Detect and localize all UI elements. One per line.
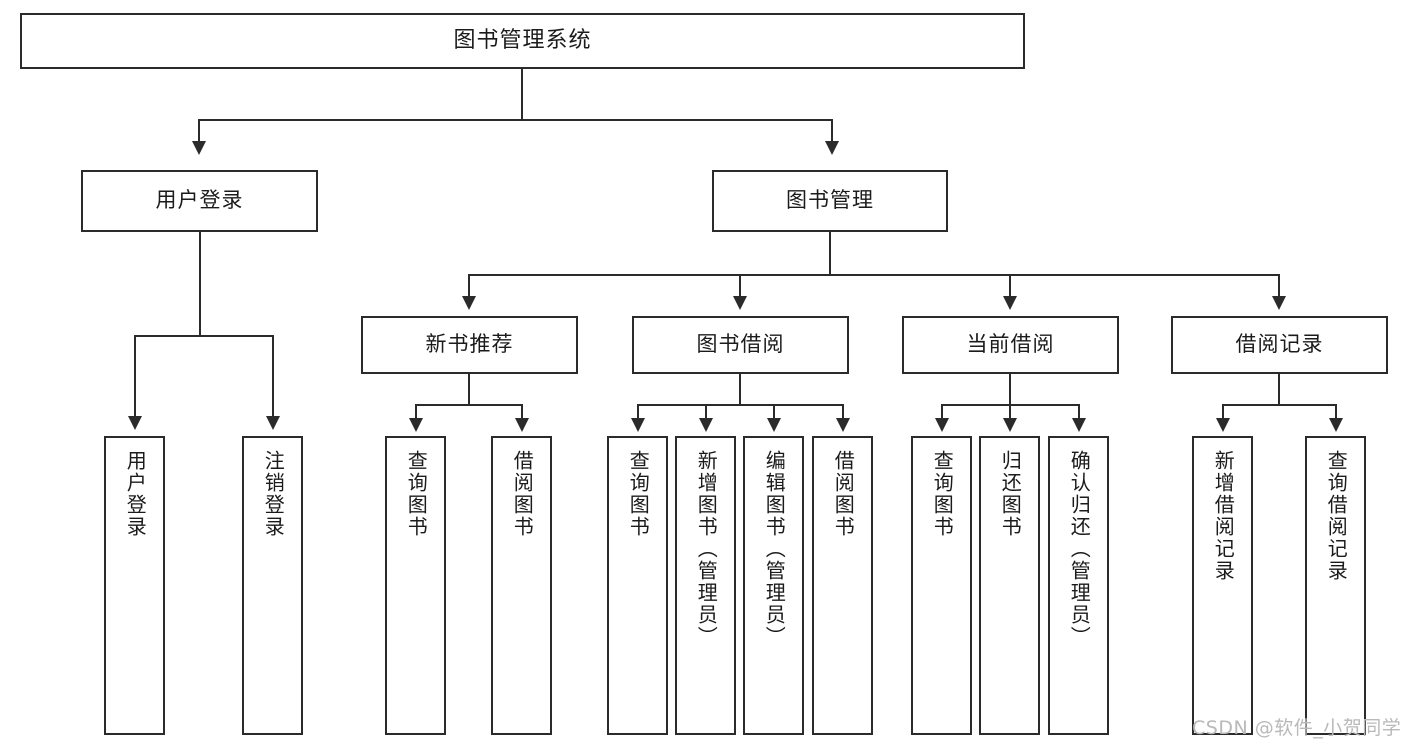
node-label: 图书借阅: [696, 332, 785, 357]
node-label: 新书推荐: [425, 332, 514, 357]
node-borrow-record[interactable]: 借阅记录: [1171, 316, 1388, 374]
connector-user-login-bus: [134, 335, 273, 337]
arrow-book-borrow-to-leaf-3: [767, 418, 781, 432]
arrow-user-login-to-leaf-1: [128, 416, 142, 430]
leaf-label: 借阅图书: [831, 450, 856, 538]
connector-current-borrow-to-leaf-1: [941, 404, 943, 422]
arrow-new-book-to-leaf-2: [515, 418, 529, 432]
leaf-label: 归还图书: [998, 450, 1023, 538]
leaf-label: 查询图书: [626, 450, 651, 538]
leaf-label: 查询借阅记录: [1324, 450, 1349, 582]
leaf-logout[interactable]: 注销登录: [242, 436, 303, 735]
connector-borrow-record-to-leaf-1: [1222, 404, 1224, 422]
connector-book-manage-to-current-borrow: [1009, 274, 1011, 302]
connector-root-stem: [521, 69, 523, 120]
leaf-label: 新增图书（管理员）: [694, 450, 719, 648]
connector-book-borrow-bus: [637, 404, 844, 406]
connector-book-manage-bus: [468, 274, 1280, 276]
arrow-root-to-book-manage: [825, 141, 839, 155]
arrow-book-manage-to-current-borrow: [1003, 296, 1017, 310]
node-user-login[interactable]: 用户登录: [81, 170, 318, 232]
leaf-label: 借阅图书: [510, 450, 535, 538]
connector-borrow-record-bus: [1222, 404, 1336, 406]
arrow-book-manage-to-borrow-record: [1272, 296, 1286, 310]
connector-book-borrow-to-leaf-4: [842, 404, 844, 422]
connector-book-borrow-to-leaf-2: [705, 404, 707, 422]
leaf-query-book-2[interactable]: 查询图书: [607, 436, 668, 735]
arrow-user-login-to-leaf-2: [266, 416, 280, 430]
leaf-label: 编辑图书（管理员）: [762, 450, 787, 648]
leaf-edit-book[interactable]: 编辑图书（管理员）: [743, 436, 804, 735]
node-label: 图书管理系统: [453, 27, 592, 53]
node-label: 借阅记录: [1235, 332, 1324, 357]
arrow-book-borrow-to-leaf-4: [836, 418, 850, 432]
leaf-query-book-3[interactable]: 查询图书: [911, 436, 972, 735]
node-label: 当前借阅: [966, 332, 1055, 357]
arrow-current-borrow-to-leaf-3: [1072, 418, 1086, 432]
connector-book-borrow-to-leaf-3: [773, 404, 775, 422]
leaf-label: 确认归还（管理员）: [1067, 450, 1092, 648]
connector-borrow-record-to-leaf-2: [1335, 404, 1337, 422]
connector-user-login-stem: [199, 232, 201, 336]
arrow-book-borrow-to-leaf-2: [699, 418, 713, 432]
leaf-return-book[interactable]: 归还图书: [979, 436, 1040, 735]
connector-user-login-to-leaf-1: [134, 335, 136, 420]
connector-root-to-book-manage: [831, 119, 833, 147]
leaf-label: 查询图书: [930, 450, 955, 538]
arrow-book-manage-to-book-borrow: [733, 296, 747, 310]
arrow-new-book-to-leaf-1: [409, 418, 423, 432]
node-book-manage[interactable]: 图书管理: [712, 170, 948, 232]
connector-new-book-to-leaf-1: [415, 404, 417, 422]
node-current-borrow[interactable]: 当前借阅: [902, 316, 1119, 374]
arrow-borrow-record-to-leaf-2: [1329, 418, 1343, 432]
connector-book-manage-to-book-borrow: [739, 274, 741, 302]
leaf-query-record[interactable]: 查询借阅记录: [1305, 436, 1366, 735]
leaf-query-book-1[interactable]: 查询图书: [385, 436, 446, 735]
connector-book-manage-to-new-book: [468, 274, 470, 302]
arrow-root-to-user-login: [192, 141, 206, 155]
leaf-add-book[interactable]: 新增图书（管理员）: [675, 436, 736, 735]
connector-book-borrow-stem: [739, 374, 741, 405]
leaf-borrow-book-1[interactable]: 借阅图书: [491, 436, 552, 735]
connector-root-bus: [198, 119, 833, 121]
leaf-add-record[interactable]: 新增借阅记录: [1192, 436, 1253, 735]
connector-book-manage-to-borrow-record: [1278, 274, 1280, 302]
connector-user-login-to-leaf-2: [272, 335, 274, 420]
connector-current-borrow-to-leaf-2: [1009, 404, 1011, 422]
leaf-label: 查询图书: [404, 450, 429, 538]
arrow-current-borrow-to-leaf-1: [935, 418, 949, 432]
node-label: 图书管理: [786, 188, 874, 213]
connector-current-borrow-to-leaf-3: [1078, 404, 1080, 422]
node-root-system[interactable]: 图书管理系统: [20, 13, 1025, 69]
arrow-current-borrow-to-leaf-2: [1003, 418, 1017, 432]
connector-new-book-to-leaf-2: [521, 404, 523, 422]
leaf-user-login[interactable]: 用户登录: [104, 436, 165, 735]
connector-current-borrow-stem: [1009, 374, 1011, 405]
connector-root-to-user-login: [198, 119, 200, 147]
connector-book-borrow-to-leaf-1: [637, 404, 639, 422]
connector-new-book-bus: [415, 404, 522, 406]
node-label: 用户登录: [155, 188, 244, 213]
leaf-confirm-return[interactable]: 确认归还（管理员）: [1048, 436, 1109, 735]
leaf-label: 用户登录: [123, 450, 148, 538]
connector-book-manage-stem: [829, 232, 831, 275]
connector-new-book-stem: [468, 374, 470, 405]
leaf-borrow-book-2[interactable]: 借阅图书: [812, 436, 873, 735]
csdn-watermark: CSDN @软件_小贺同学: [1192, 717, 1402, 739]
arrow-book-borrow-to-leaf-1: [631, 418, 645, 432]
connector-borrow-record-stem: [1278, 374, 1280, 405]
leaf-label: 新增借阅记录: [1211, 450, 1236, 582]
node-new-book-recommend[interactable]: 新书推荐: [361, 316, 578, 374]
node-book-borrow[interactable]: 图书借阅: [632, 316, 849, 374]
leaf-label: 注销登录: [261, 450, 286, 538]
arrow-borrow-record-to-leaf-1: [1216, 418, 1230, 432]
arrow-book-manage-to-new-book: [462, 296, 476, 310]
